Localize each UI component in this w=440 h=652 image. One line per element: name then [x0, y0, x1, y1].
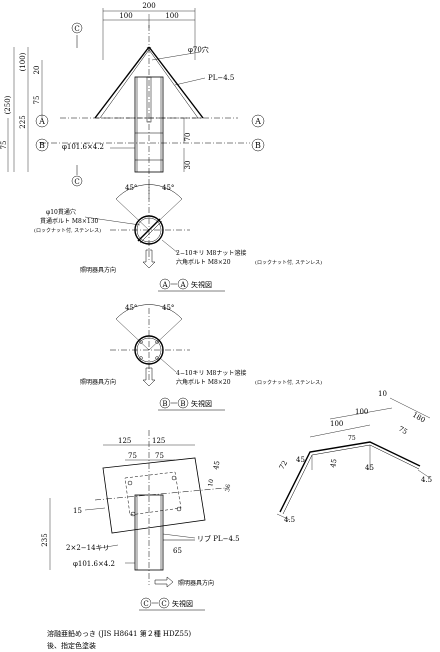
section-a-marker-left [35, 114, 49, 128]
view-c-bracket-plate [102, 457, 206, 534]
detail-dim-180: 180 [411, 411, 427, 425]
view-b-caption: 矢視図 [191, 399, 212, 408]
detail-dim-75a: 75 [348, 435, 356, 442]
label-pipe: φ101.6×4.2 [62, 143, 104, 151]
footer-line2: 後、指定色塗装 [47, 641, 96, 650]
section-b-marker-right [251, 138, 265, 152]
detail-dim-45b: 45 [329, 458, 338, 468]
view-c-direction: 照明器具方向 [178, 579, 214, 587]
view-b-direction-arrow [142, 367, 156, 387]
detail-dim-100a: 100 [330, 420, 343, 428]
view-c-dim-10: 10 [207, 478, 215, 487]
section-c-marker-top [71, 22, 83, 34]
label-plate: PL−4.5 [208, 74, 234, 82]
view-b-pipe [134, 335, 164, 365]
top-elevation: C 200 100 100 (250) (100) 20 [0, 2, 265, 200]
view-b-angle-right: 45° [162, 304, 174, 312]
view-c-pipe-label: φ101.6×4.2 [73, 560, 115, 568]
view-c-dim-125b: 125 [152, 437, 165, 445]
detail-dim-100b: 100 [355, 408, 368, 416]
view-a-note4: 2−10キリ M8ナット溶接 [176, 249, 246, 257]
dim-75-bottom: 75 [0, 141, 8, 150]
svg-text:B: B [255, 141, 261, 150]
detail-dim-45a: 45 [296, 456, 305, 464]
section-c-label-top: C [74, 25, 79, 33]
view-a-direction: 照明器具方向 [80, 266, 116, 274]
view-b-note1: 4−10キリ M8ナット溶接 [176, 369, 246, 377]
view-a-note5: 六角ボルト M8×20 [176, 258, 231, 266]
view-c-dim-75b: 75 [155, 452, 164, 460]
view-c-caption: 矢視図 [172, 599, 193, 608]
view-a-note5b: (ロックナット付, ステンレス) [255, 259, 322, 266]
dim-75: 75 [33, 96, 41, 105]
svg-text:A: A [254, 117, 261, 126]
label-hole70: φ70穴 [188, 45, 209, 54]
footer-line1: 溶融亜鉛めっき (JIS H8641 第２種 HDZ55) [47, 629, 191, 638]
view-a-angle-right: 45° [162, 184, 174, 192]
dim-225: 225 [19, 115, 27, 128]
section-b-marker-left [35, 138, 49, 152]
dim-70: 70 [184, 133, 192, 142]
view-c-dim-65: 65 [173, 547, 182, 555]
svg-text:B: B [180, 400, 185, 408]
section-a-marker-right [251, 114, 265, 128]
bent-plate-detail: 100 100 10 180 75 72 45 45 45 4.5 4.5 75 [276, 390, 432, 524]
view-c-pipe [134, 494, 164, 571]
view-c-dim-36: 36 [224, 483, 232, 492]
view-a-note1: φ10貫通穴 [46, 208, 76, 216]
view-a-angle-left: 45° [125, 184, 137, 192]
view-b-angle-left: 45° [125, 304, 137, 312]
view-c-holes: 2×2−14キリ [66, 544, 110, 552]
detail-dim-72: 72 [278, 459, 289, 471]
section-c-marker-bottom [71, 175, 83, 187]
detail-dim-10: 10 [378, 390, 387, 398]
dim-30: 30 [184, 161, 192, 170]
detail-dim-75b: 75 [397, 425, 409, 436]
view-c-dim-15: 15 [73, 507, 82, 515]
view-c-dim-125a: 125 [118, 437, 131, 445]
view-b-note2: 六角ボルト M8×20 [176, 378, 231, 386]
view-a-pipe [134, 215, 164, 245]
svg-text:A: A [38, 117, 45, 126]
view-b-direction: 照明器具方向 [80, 378, 116, 386]
view-c-dim-235: 235 [41, 533, 49, 546]
view-b-note2b: (ロックナット付, ステンレス) [255, 379, 322, 386]
svg-text:C: C [161, 600, 166, 608]
detail-bent-plate [279, 441, 421, 513]
svg-text:A: A [161, 281, 168, 289]
view-c-dim-75a: 75 [128, 452, 137, 460]
svg-text:A: A [179, 281, 186, 289]
view-c-rib: リブ PL−4.5 [197, 534, 240, 543]
view-a-a: 45° 45° φ10貫通穴 貫通ボルト M8×130 (ロックナット付, ステ… [34, 184, 322, 292]
dim-200: 200 [142, 2, 155, 10]
svg-text:B: B [162, 400, 167, 408]
detail-dim-45c: 45 [365, 464, 374, 472]
view-a-direction-arrow [142, 249, 156, 269]
view-a-note3: (ロックナット付, ステンレス) [34, 227, 101, 234]
dim-100p: (100) [19, 52, 27, 71]
view-b-b: 45° 45° 4−10キリ M8ナット溶接 六角ボルト M8×20 (ロックナ… [80, 304, 322, 411]
view-c-dim-45: 45 [212, 460, 221, 470]
dim-250: (250) [4, 95, 12, 114]
dim-100-right: 100 [165, 12, 178, 20]
view-a-caption: 矢視図 [191, 280, 212, 289]
view-a-note2: 貫通ボルト M8×130 [40, 217, 99, 225]
dim-20: 20 [33, 66, 41, 75]
svg-text:C: C [143, 600, 148, 608]
svg-text:B: B [39, 141, 45, 150]
detail-dim-45e: 4.5 [421, 476, 432, 484]
dim-100-left: 100 [119, 12, 132, 20]
view-c-c: 125 125 75 75 15 45 10 36 235 65 2×2−14キ… [41, 430, 240, 611]
svg-text:C: C [74, 178, 79, 186]
view-c-direction-arrow [154, 576, 174, 588]
